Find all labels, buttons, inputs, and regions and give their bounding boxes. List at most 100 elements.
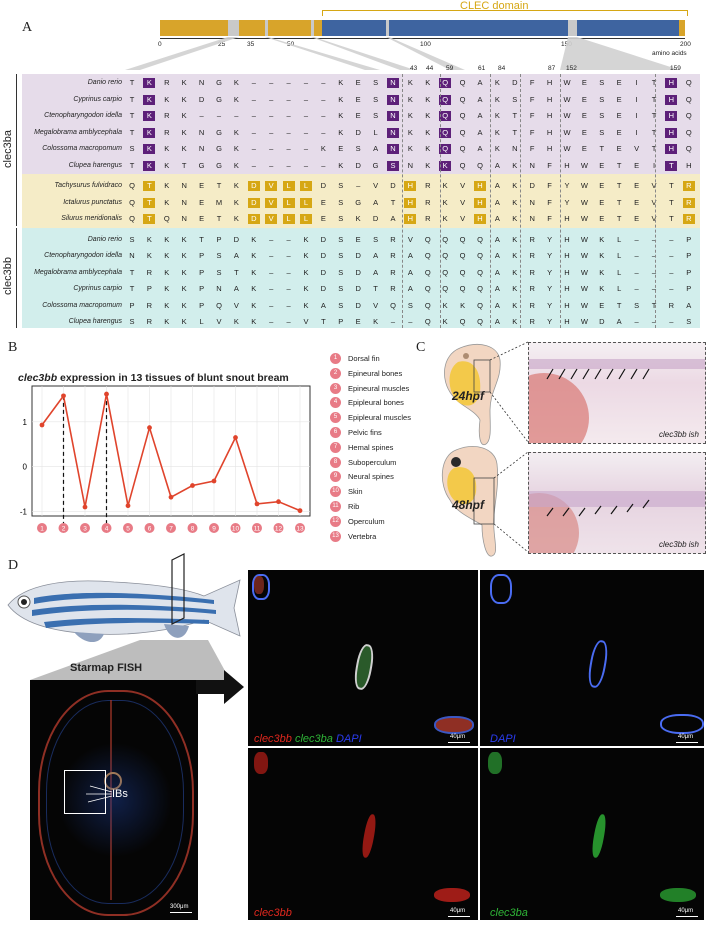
group-bracket-2 <box>16 228 17 328</box>
residue: T <box>665 160 678 171</box>
residue: K <box>143 160 156 171</box>
species-label: Ctenopharyngodon idella <box>44 252 122 259</box>
residue: – <box>408 317 413 326</box>
residue: H <box>665 111 678 121</box>
residue: K <box>164 317 170 326</box>
residue: N <box>387 94 399 105</box>
residue: E <box>599 160 605 170</box>
red-channel-image <box>248 748 478 920</box>
residue: Q <box>685 144 692 153</box>
residue: K <box>425 127 431 137</box>
x-tick-badge <box>80 523 90 533</box>
residue: K <box>599 284 605 293</box>
scalebar-merge <box>448 742 470 743</box>
x-tick-badge <box>230 523 241 533</box>
zoom-box[interactable] <box>64 770 106 814</box>
residue: W <box>580 317 588 326</box>
residue: – <box>321 127 326 137</box>
residue: T <box>143 197 156 208</box>
residue: T <box>599 144 605 153</box>
residue: K <box>251 251 257 260</box>
residue: G <box>216 144 222 153</box>
embryo-48hpf-drawing <box>441 446 499 557</box>
residue: F <box>529 78 535 87</box>
residue: Q <box>459 234 466 244</box>
residue: T <box>216 214 222 223</box>
residue: Q <box>477 160 483 170</box>
axis-tick-100: 100 <box>420 41 431 48</box>
residue: W <box>580 284 588 293</box>
residue: – <box>356 181 361 190</box>
residue: E <box>616 94 622 104</box>
residue: P <box>338 317 344 326</box>
x-tick-badge <box>166 523 176 533</box>
residue: K <box>494 144 500 153</box>
residue: D <box>529 181 535 190</box>
residue: H <box>546 144 553 153</box>
residue: Q <box>685 78 692 87</box>
residue: H <box>686 160 692 170</box>
residue: K <box>425 111 431 120</box>
residue: R <box>668 300 675 310</box>
residue: K <box>407 111 413 120</box>
residue: A <box>407 251 413 260</box>
panel-a-label: A <box>22 20 33 35</box>
residue: K <box>233 127 239 137</box>
residue: H <box>564 251 570 260</box>
group-label-clec3ba: clec3ba <box>2 130 14 168</box>
residue: R <box>529 300 535 310</box>
axis-unit-label: amino acids <box>652 50 687 57</box>
residue: – <box>303 94 309 104</box>
residue: K <box>146 234 152 244</box>
residue: D <box>512 78 518 87</box>
residue: V <box>460 197 466 207</box>
species-label: Clupea harengus <box>68 318 122 325</box>
data-point <box>233 435 238 440</box>
residue: Q <box>459 251 466 260</box>
residue: Y <box>564 181 570 190</box>
legend-item: Hemal spines <box>348 442 394 452</box>
residue: R <box>425 197 431 207</box>
residue: Q <box>477 317 483 326</box>
residue: K <box>439 160 452 171</box>
legend-badge: 1 <box>330 353 341 364</box>
legend-item: Epipleural muscles <box>348 413 411 423</box>
residue: Q <box>129 181 135 190</box>
residue: V <box>373 300 379 310</box>
data-point <box>190 483 195 488</box>
residue: G <box>216 94 222 104</box>
residue: K <box>512 267 518 277</box>
residue: – <box>651 267 657 277</box>
residue: V <box>303 317 309 326</box>
residue: V <box>216 317 222 326</box>
pos-84: 84 <box>498 65 506 72</box>
legend-item: Epineural bones <box>348 368 403 378</box>
residue: – <box>651 284 657 293</box>
residue: D <box>233 234 240 244</box>
residue: – <box>269 111 274 120</box>
residue: N <box>387 78 399 88</box>
residue: L <box>300 214 312 224</box>
residue: – <box>669 267 674 277</box>
residue: K <box>373 317 379 326</box>
residue: E <box>634 181 640 190</box>
clec3ba-catfish-bg <box>22 174 700 228</box>
residue: G <box>216 127 222 137</box>
residue: D <box>372 214 379 223</box>
residue: R <box>425 181 431 190</box>
merge-label-red: clec3bb <box>254 733 292 745</box>
residue: K <box>442 317 448 326</box>
starmap-label: Starmap FISH <box>70 662 143 674</box>
residue: N <box>529 197 535 207</box>
residue: N <box>407 160 414 170</box>
residue: A <box>390 214 396 223</box>
residue: K <box>303 284 309 293</box>
residue: T <box>143 181 156 191</box>
residue: K <box>251 300 257 310</box>
residue: W <box>580 251 588 260</box>
legend-badge: 3 <box>330 382 341 394</box>
x-tick-label: 7 <box>169 526 173 533</box>
legend-badge: 6 <box>330 427 341 438</box>
residue: K <box>164 234 170 244</box>
bar-gap-3 <box>311 20 314 36</box>
